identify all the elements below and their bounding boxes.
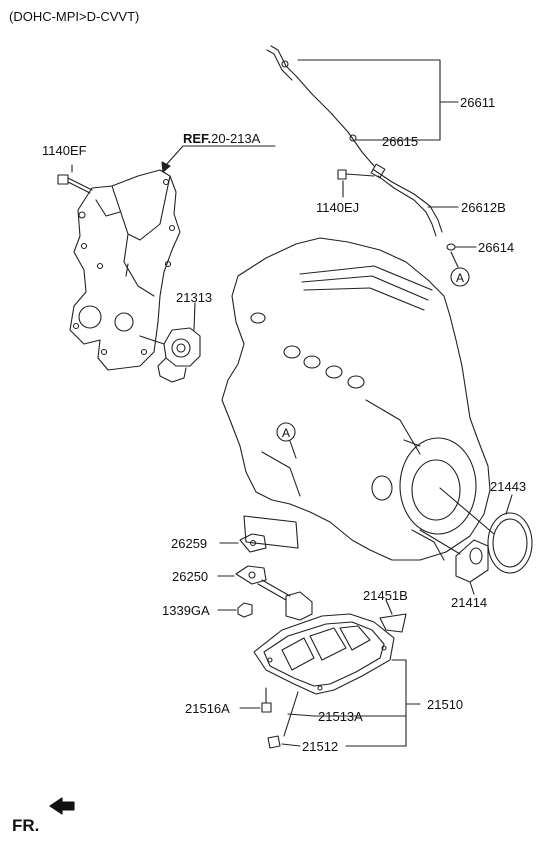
- engine-block: [221, 237, 491, 561]
- reference-label: REF.20-213A: [183, 131, 260, 146]
- bolt-1140ef: [57, 164, 93, 194]
- part-label-21414: 21414: [451, 595, 488, 610]
- nut-1339ga: [217, 602, 253, 618]
- part-label-26614: 26614: [478, 240, 515, 255]
- part-label-21516a: 21516A: [185, 701, 230, 716]
- part-label-21313: 21313: [176, 290, 213, 305]
- rear-seal-case: [419, 529, 489, 595]
- drain-plug: [267, 691, 407, 749]
- callout-a-top: [450, 251, 470, 287]
- oil-strainer: [217, 565, 313, 621]
- callout-letter-top: A: [456, 271, 465, 285]
- part-label-26250: 26250: [172, 569, 209, 584]
- o-ring-26614: [446, 243, 477, 251]
- engine-variant-label: (DOHC-MPI>D-CVVT): [9, 9, 140, 24]
- front-direction-label: FR.: [12, 816, 40, 835]
- oil-baffle: [379, 599, 407, 633]
- rear-oil-seal: [439, 487, 533, 574]
- reference-prefix: REF.: [183, 131, 212, 146]
- dipstick-guide-tube: [370, 163, 459, 237]
- part-label-1140ej: 1140EJ: [316, 200, 360, 215]
- timing-chain-cover: [69, 169, 181, 371]
- part-label-21512: 21512: [302, 739, 339, 754]
- gasket-26259: [219, 515, 299, 553]
- oil-pump: [139, 302, 201, 383]
- bolt-1140ej: [337, 169, 375, 198]
- dipstick-assembly: [266, 45, 459, 167]
- part-label-26615: 26615: [382, 134, 419, 149]
- reference-code: 20-213A: [211, 131, 261, 146]
- part-label-21510: 21510: [427, 697, 464, 712]
- front-arrow: [49, 797, 75, 815]
- reference-arrow: [161, 145, 276, 173]
- callout-a-engine: [276, 422, 297, 459]
- part-label-26259: 26259: [171, 536, 208, 551]
- part-label-26612b: 26612B: [461, 200, 506, 215]
- oil-pan: [253, 613, 421, 747]
- part-label-21513a: 21513A: [318, 709, 363, 724]
- part-label-26611: 26611: [460, 95, 496, 110]
- bolt-21516a: [239, 687, 272, 713]
- callout-letter-engine: A: [282, 426, 291, 440]
- part-label-21451b: 21451B: [363, 588, 408, 603]
- part-label-1140ef: 1140EF: [42, 143, 87, 158]
- part-label-1339ga: 1339GA: [162, 603, 210, 618]
- part-label-21443: 21443: [490, 479, 527, 494]
